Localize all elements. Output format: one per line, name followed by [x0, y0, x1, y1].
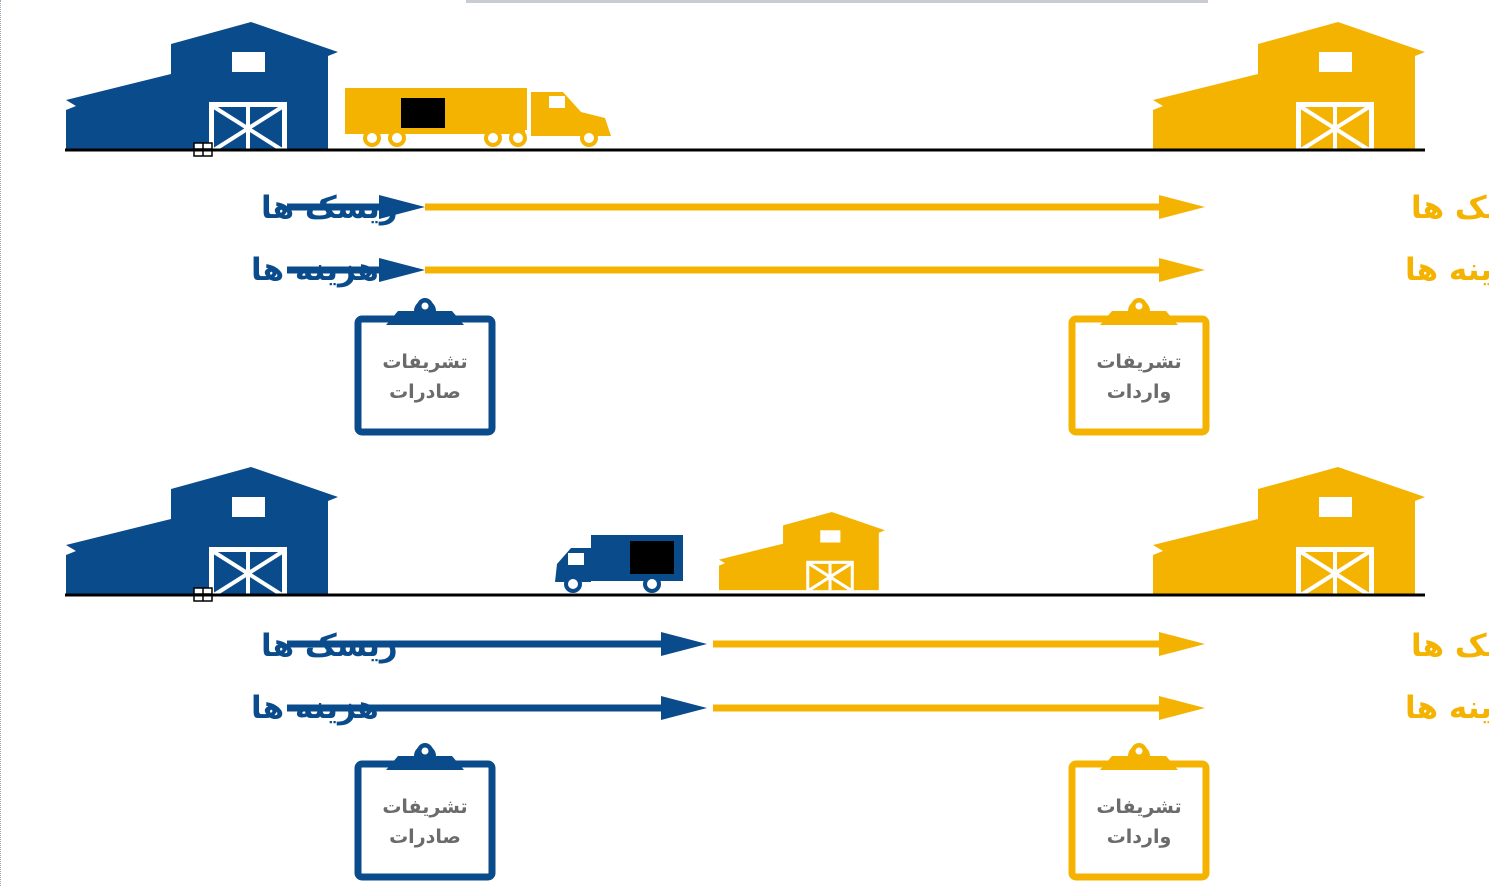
import-clearance-clipboard-icon	[1068, 743, 1210, 881]
cost-arrow-yellow	[425, 258, 1205, 282]
seller-warehouse-icon	[66, 22, 338, 152]
cost-arrow-yellow	[713, 696, 1205, 720]
import-clearance-line1: تشریفات	[1096, 351, 1181, 373]
import-clearance-line2: واردات	[1107, 826, 1172, 848]
risk-arrow-yellow	[713, 632, 1205, 656]
import-clearance-clipboard-icon	[1068, 298, 1210, 436]
buyer-risks-label: ریسک ها	[1411, 190, 1489, 226]
export-clearance-clipboard-icon	[354, 298, 496, 436]
import-clearance-line2: واردات	[1107, 381, 1172, 403]
buyer-costs-label: هزینه ها	[1405, 252, 1489, 288]
import-clearance-line1: تشریفات	[1096, 796, 1181, 818]
truck-icon	[555, 535, 683, 593]
buyer-costs-label: هزینه ها	[1405, 690, 1489, 726]
risk-arrow-blue	[287, 195, 425, 219]
risk-arrow-yellow	[425, 195, 1205, 219]
cost-arrow-blue	[287, 258, 425, 282]
terminal-warehouse-icon	[719, 512, 885, 592]
export-clearance-line2: صادرات	[389, 826, 461, 848]
cost-arrow-blue	[287, 696, 707, 720]
export-clearance-clipboard-icon	[354, 743, 496, 881]
export-clearance-line1: تشریفات	[382, 351, 467, 373]
buyer-warehouse-icon	[1153, 467, 1425, 597]
risk-arrow-blue	[287, 632, 707, 656]
export-clearance-line2: صادرات	[389, 381, 461, 403]
buyer-risks-label: ریسک ها	[1411, 628, 1489, 664]
truck-icon	[345, 88, 611, 147]
top-divider	[466, 0, 1208, 3]
seller-warehouse-icon	[66, 467, 338, 597]
buyer-warehouse-icon	[1153, 22, 1425, 152]
export-clearance-line1: تشریفات	[382, 796, 467, 818]
